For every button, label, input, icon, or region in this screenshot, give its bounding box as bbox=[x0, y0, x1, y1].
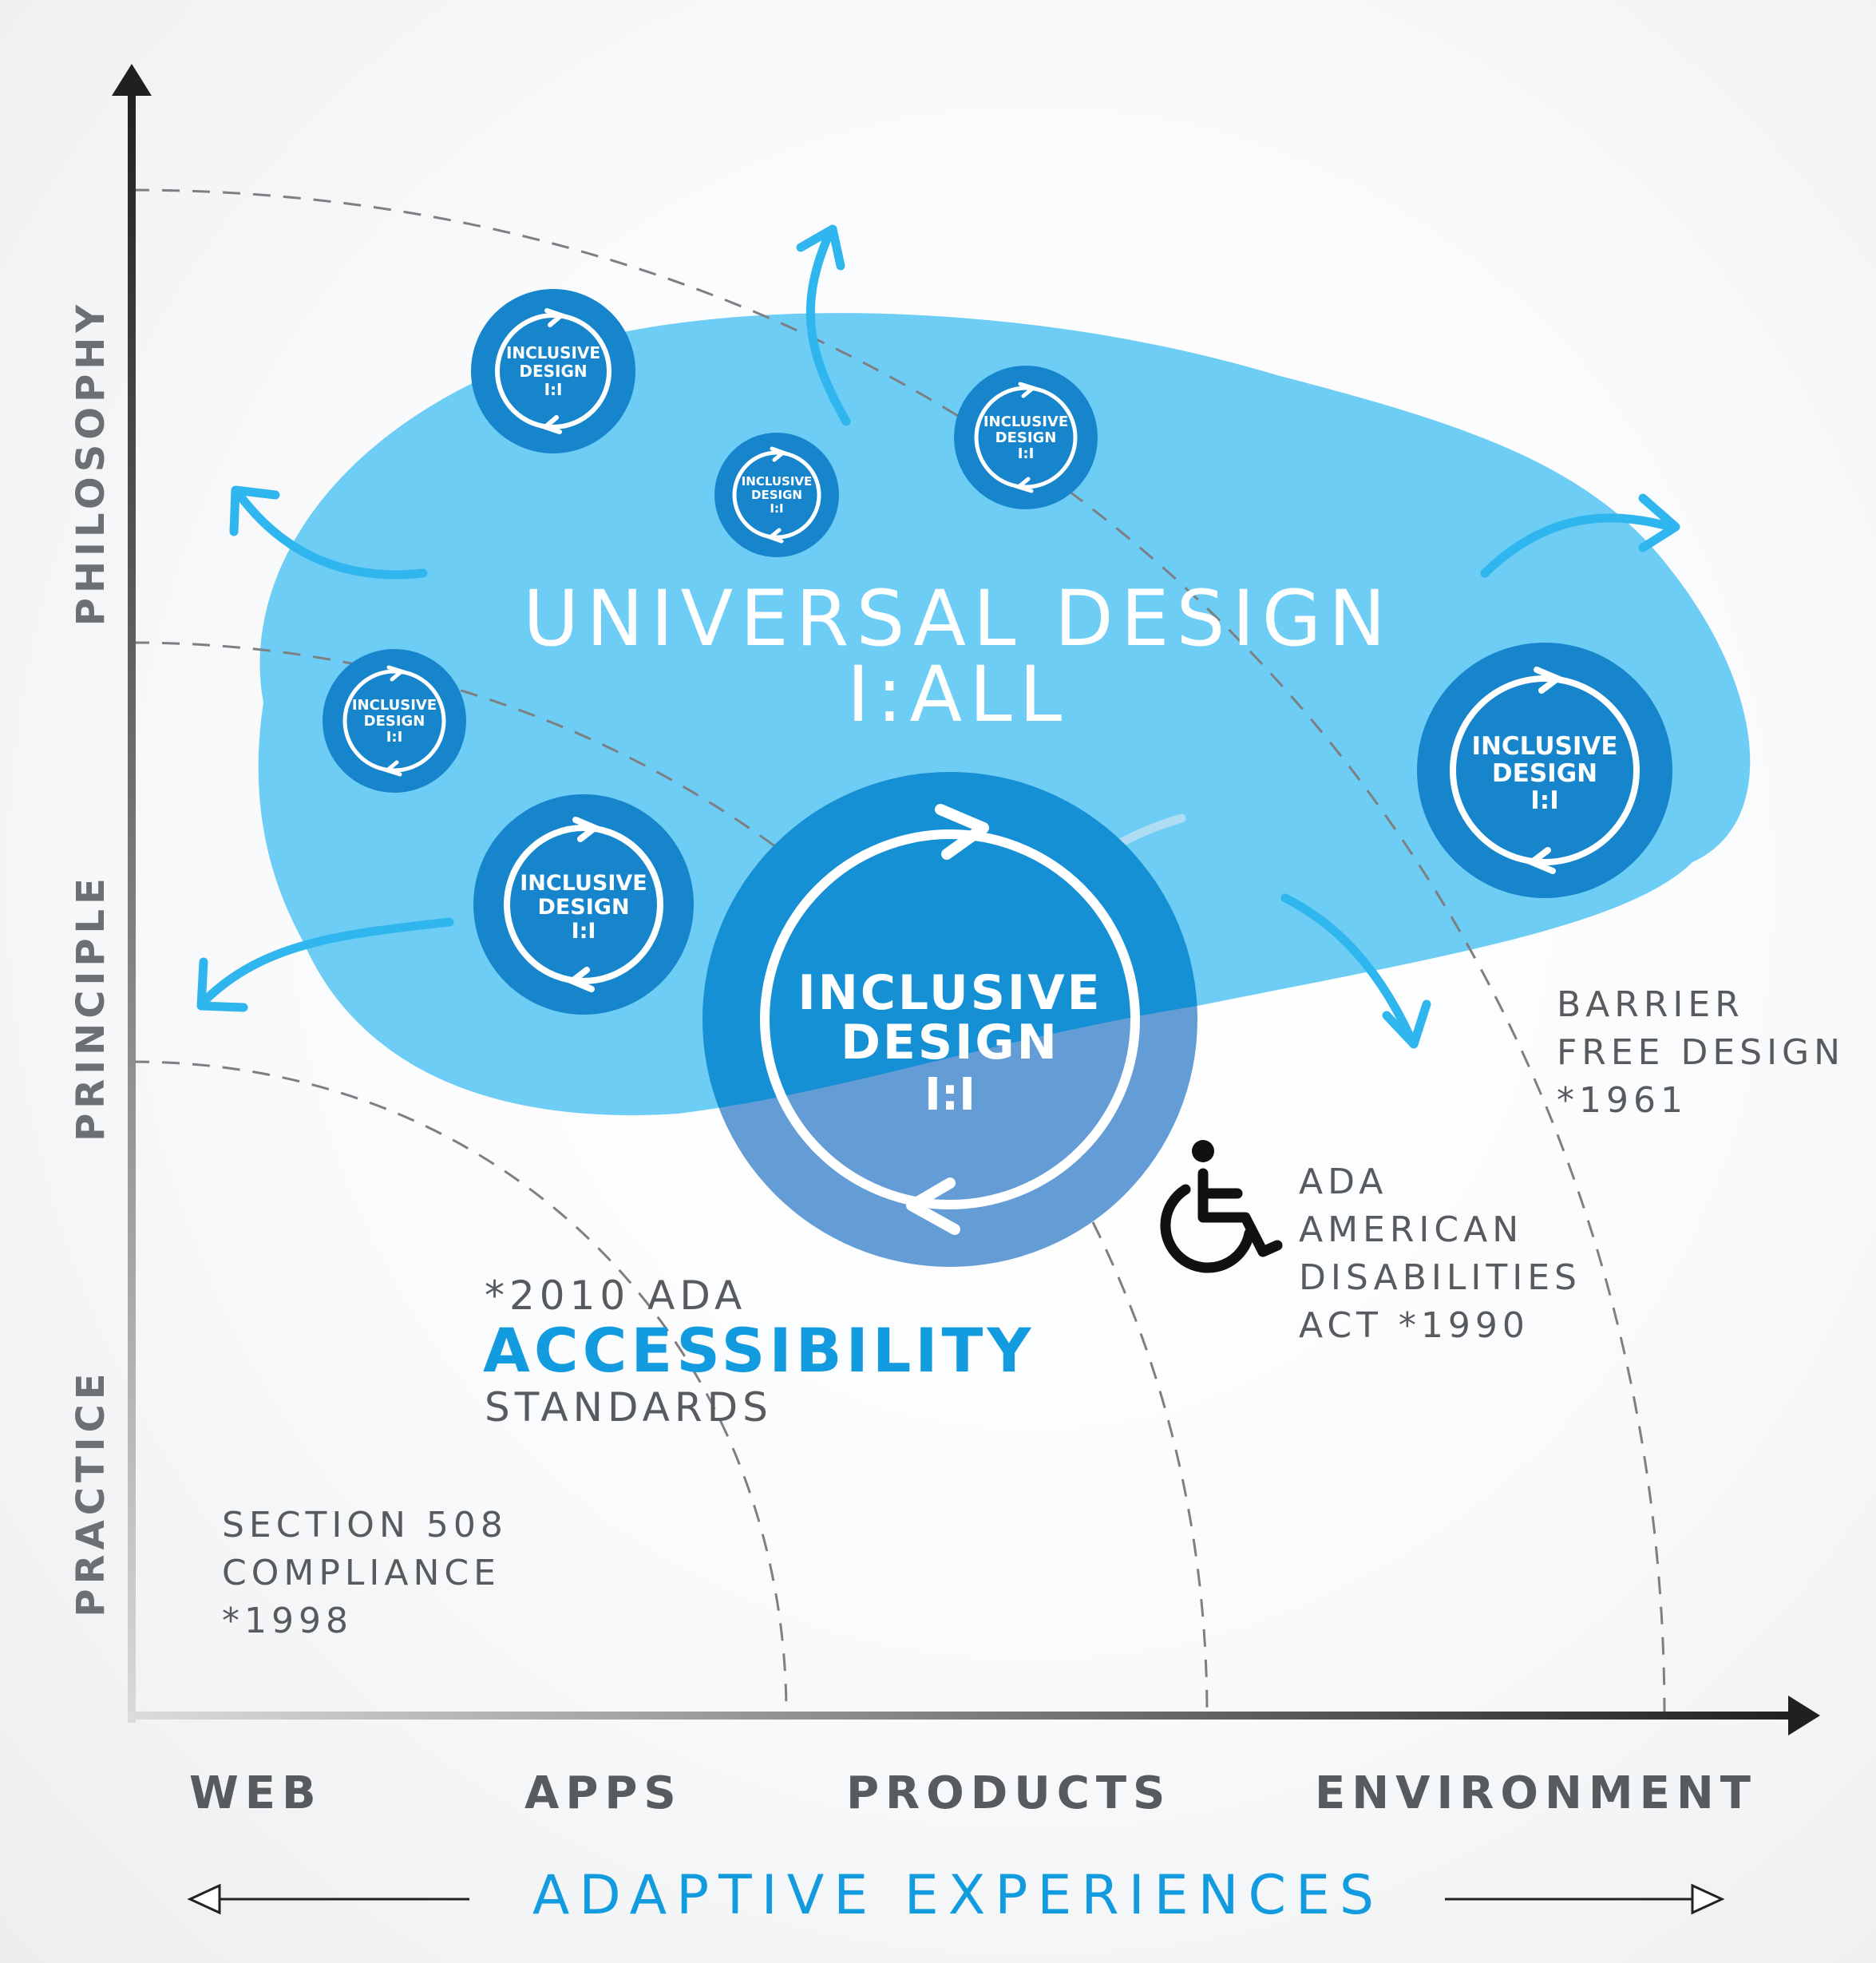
svg-text:I:I: I:I bbox=[572, 919, 596, 944]
svg-text:AMERICAN: AMERICAN bbox=[1299, 1209, 1523, 1250]
svg-text:INCLUSIVE: INCLUSIVE bbox=[1471, 732, 1617, 761]
inclusive-badge-3: INCLUSIVE DESIGN I:I bbox=[954, 366, 1098, 509]
svg-text:I:I: I:I bbox=[386, 729, 403, 746]
svg-text:FREE DESIGN: FREE DESIGN bbox=[1557, 1032, 1845, 1073]
svg-text:ADA: ADA bbox=[1299, 1162, 1387, 1202]
svg-text:SECTION 508: SECTION 508 bbox=[222, 1505, 508, 1545]
svg-text:I:I: I:I bbox=[544, 380, 563, 399]
svg-text:COMPLIANCE: COMPLIANCE bbox=[222, 1553, 501, 1593]
svg-text:INCLUSIVE: INCLUSIVE bbox=[742, 474, 813, 489]
svg-text:DISABILITIES: DISABILITIES bbox=[1299, 1257, 1581, 1298]
svg-text:BARRIER: BARRIER bbox=[1557, 984, 1744, 1025]
cycle-arrows-icon bbox=[566, 817, 601, 992]
y-axis-arrowhead bbox=[112, 64, 152, 96]
svg-text:*2010 ADA: *2010 ADA bbox=[485, 1272, 746, 1319]
x-label-environment: ENVIRONMENT bbox=[1315, 1767, 1757, 1819]
svg-text:INCLUSIVE: INCLUSIVE bbox=[520, 871, 647, 896]
inclusive-badge-1: INCLUSIVE DESIGN I:I bbox=[471, 289, 635, 453]
adaptive-experiences-label: ADAPTIVE EXPERIENCES bbox=[532, 1864, 1383, 1927]
svg-text:DESIGN: DESIGN bbox=[364, 713, 425, 730]
svg-text:ACCESSIBILITY: ACCESSIBILITY bbox=[483, 1315, 1035, 1386]
svg-text:INCLUSIVE: INCLUSIVE bbox=[352, 697, 437, 714]
svg-text:DESIGN: DESIGN bbox=[751, 488, 802, 502]
arrow-icon bbox=[229, 485, 428, 580]
svg-text:DESIGN: DESIGN bbox=[841, 1015, 1059, 1071]
inclusive-badge-4: INCLUSIVE DESIGN I:I bbox=[323, 649, 466, 793]
ada-label: ADA AMERICAN DISABILITIES ACT *1990 bbox=[1299, 1162, 1581, 1346]
svg-text:DESIGN: DESIGN bbox=[995, 429, 1057, 446]
svg-text:*1998: *1998 bbox=[222, 1601, 353, 1641]
inclusive-badge-6: INCLUSIVE DESIGN I:I bbox=[1417, 643, 1672, 898]
barrier-free-label: BARRIER FREE DESIGN *1961 bbox=[1557, 984, 1845, 1121]
svg-text:*1961: *1961 bbox=[1557, 1080, 1688, 1121]
arrow-icon bbox=[1480, 493, 1680, 578]
svg-text:I:I: I:I bbox=[1018, 445, 1035, 462]
x-axis-line bbox=[128, 1712, 1796, 1720]
inclusive-badge-2: INCLUSIVE DESIGN I:I bbox=[714, 433, 839, 557]
outward-arrows bbox=[196, 224, 1680, 1049]
svg-text:INCLUSIVE: INCLUSIVE bbox=[506, 343, 600, 362]
x-label-products: PRODUCTS bbox=[846, 1767, 1171, 1819]
universal-design-title: UNIVERSAL DESIGN bbox=[523, 574, 1393, 663]
svg-text:I:I: I:I bbox=[770, 501, 783, 516]
y-label-practice: PRACTICE bbox=[69, 1368, 113, 1617]
wheelchair-icon bbox=[1160, 1140, 1283, 1273]
left-range-arrowhead bbox=[187, 1883, 221, 1915]
cycle-arrows-icon bbox=[540, 308, 566, 434]
cycle-arrows-icon bbox=[382, 665, 406, 777]
x-axis-arrowhead bbox=[1788, 1696, 1820, 1735]
inclusive-badge-main: INCLUSIVE DESIGN I:I bbox=[703, 772, 1197, 1267]
y-label-principle: PRINCIPLE bbox=[69, 873, 113, 1142]
accessibility-label: *2010 ADA ACCESSIBILITY STANDARDS bbox=[483, 1272, 1035, 1431]
arrow-icon bbox=[196, 917, 454, 1012]
svg-text:STANDARDS: STANDARDS bbox=[485, 1384, 773, 1431]
inclusive-badge-5: INCLUSIVE DESIGN I:I bbox=[473, 794, 694, 1015]
y-label-philosophy: PHILOSOPHY bbox=[69, 300, 113, 626]
svg-text:INCLUSIVE: INCLUSIVE bbox=[797, 965, 1102, 1021]
svg-text:DESIGN: DESIGN bbox=[519, 362, 587, 381]
arrow-icon bbox=[1280, 893, 1431, 1049]
y-axis-line bbox=[128, 88, 136, 1723]
right-range-arrowhead bbox=[1691, 1883, 1725, 1915]
svg-text:I:I: I:I bbox=[1530, 786, 1558, 815]
x-label-apps: APPS bbox=[524, 1767, 683, 1819]
svg-text:DESIGN: DESIGN bbox=[1492, 759, 1597, 788]
cycle-arrows-icon bbox=[906, 804, 989, 1235]
svg-text:ACT *1990: ACT *1990 bbox=[1299, 1305, 1530, 1346]
svg-text:I:I: I:I bbox=[924, 1069, 976, 1121]
cycle-arrows-icon bbox=[1526, 667, 1564, 874]
section508-label: SECTION 508 COMPLIANCE *1998 bbox=[222, 1505, 508, 1641]
cycle-arrows-icon bbox=[766, 446, 788, 544]
arc-accessibility bbox=[131, 1060, 788, 1716]
arc-barrier-free bbox=[131, 188, 1666, 1716]
x-label-web: WEB bbox=[189, 1767, 323, 1819]
svg-text:INCLUSIVE: INCLUSIVE bbox=[984, 414, 1068, 430]
svg-text:DESIGN: DESIGN bbox=[537, 895, 629, 920]
arrow-icon bbox=[796, 224, 851, 426]
universal-design-subtitle: I:ALL bbox=[847, 650, 1069, 739]
cycle-arrows-icon bbox=[1014, 382, 1038, 493]
